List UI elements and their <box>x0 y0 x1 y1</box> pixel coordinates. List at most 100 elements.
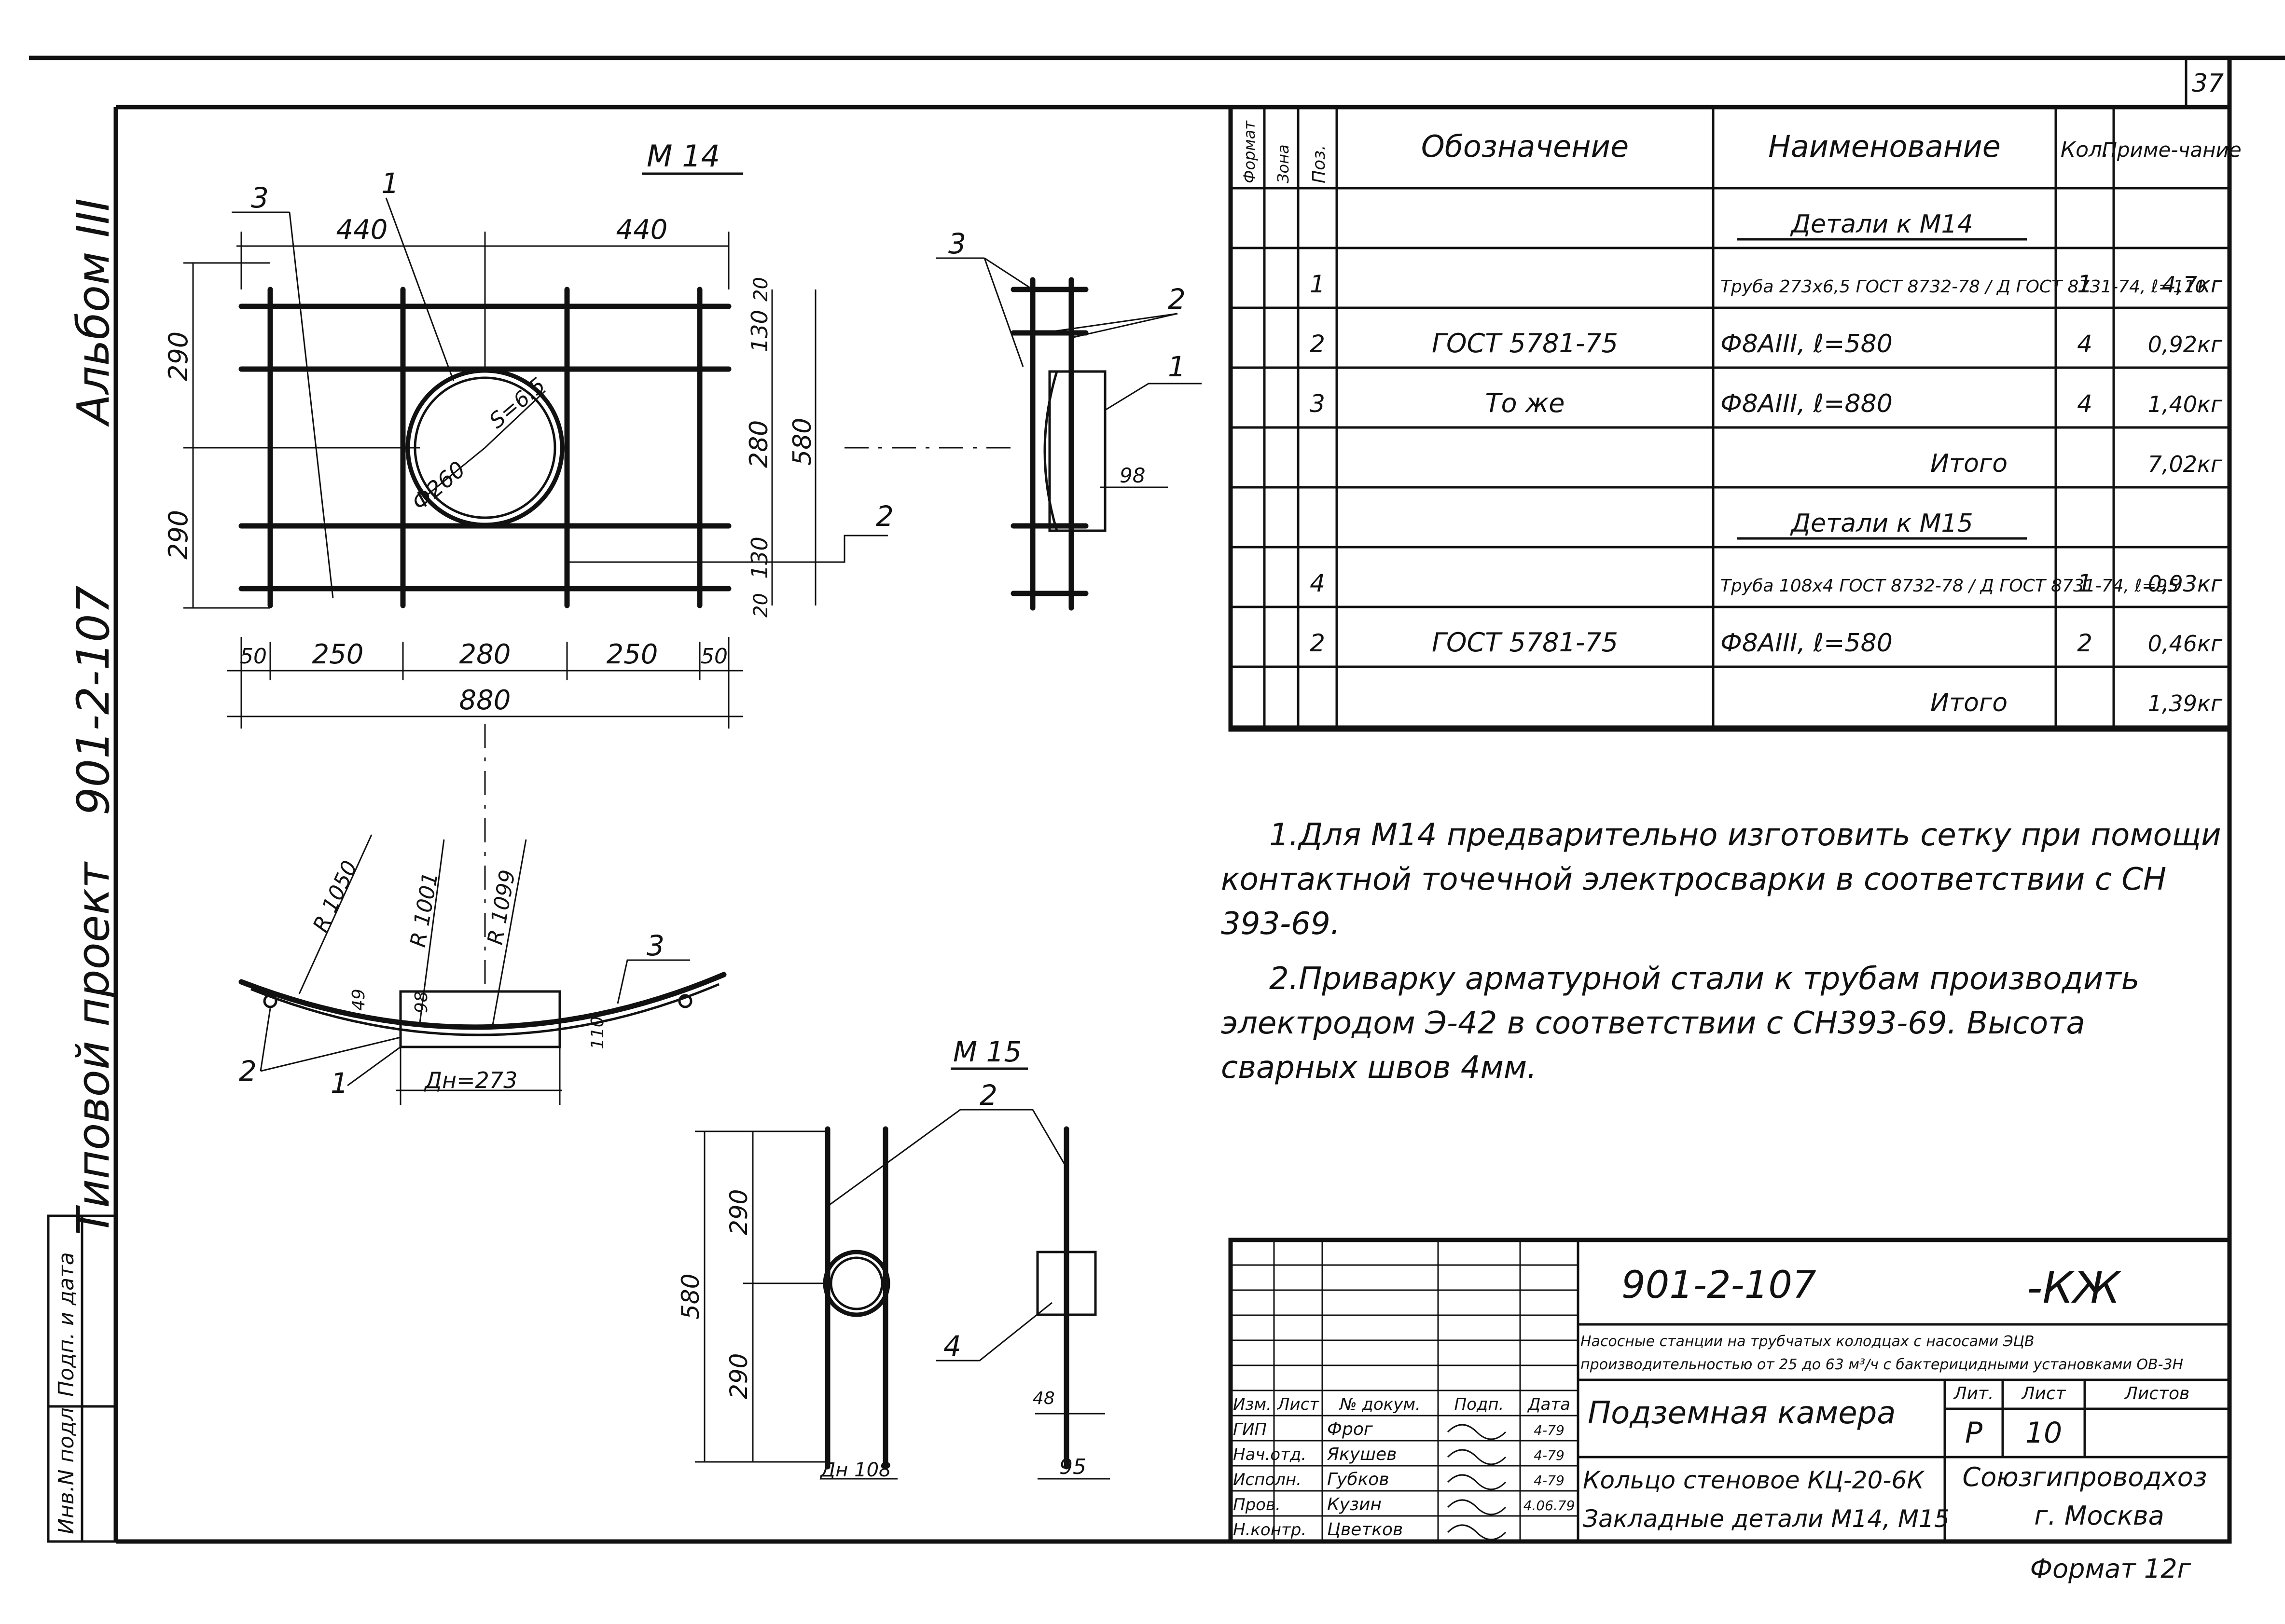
callout-leader <box>1105 383 1202 411</box>
m15-pipe-inner <box>830 1256 884 1310</box>
tb-person: Губков <box>1327 1470 1389 1489</box>
bent-bar-end <box>678 994 692 1008</box>
side-pipe <box>1048 370 1107 532</box>
radius-leader <box>491 839 527 1028</box>
m14-callout: 3 <box>251 181 269 214</box>
spec-cell-pos: 1 <box>1310 270 1325 298</box>
spec-cell-name: Итого <box>1930 688 2008 717</box>
spec-cell-qty: 2 <box>2077 629 2092 657</box>
m15-bottom-dim: Дн 108 <box>819 1459 891 1481</box>
tb-drawing-title-1: Кольцо стеновое КЦ-20-6К <box>1583 1466 1925 1494</box>
tb-sheet-header: Лист <box>2021 1384 2066 1404</box>
note-1: 1.Для М14 предварительно изготовить сетк… <box>1221 817 2221 942</box>
m15-bottom-dim: 95 <box>1059 1455 1086 1479</box>
radius-leader <box>419 839 445 1023</box>
bent-bar-end <box>263 994 277 1008</box>
notes: 1.Для М14 предварительно изготовить сетк… <box>1221 813 2225 1101</box>
side-callout: 3 <box>948 227 966 260</box>
tb-header-cell: Дата <box>1527 1395 1570 1414</box>
note-2: 2.Приварку арматурной стали к трубам про… <box>1221 961 2140 1086</box>
spec-table: Формат Зона Поз. Обозначение Наименовани… <box>1228 105 2242 732</box>
m14-top-dim-right: 440 <box>616 214 668 246</box>
m14-right-dim: 280 <box>745 420 774 468</box>
tb-role: Н.контр. <box>1233 1520 1306 1540</box>
m15-dim: 290 <box>725 1189 753 1235</box>
m15-bottom-dim: 48 <box>1033 1389 1055 1408</box>
spec-cell-pos: 3 <box>1310 390 1325 418</box>
spec-table-frame <box>1228 105 2232 732</box>
callout-leader <box>1032 1109 1067 1168</box>
m15-callout: 2 <box>980 1079 997 1112</box>
spec-cell-note: 0,46кг <box>2148 631 2223 657</box>
side-view: 3 2 1 98 <box>936 227 1202 611</box>
radius-leader <box>298 834 373 994</box>
m14-bottom-dim: 250 <box>312 639 364 670</box>
spec-cell-qty: 1 <box>2077 569 2092 597</box>
m14-overall-height: 580 <box>788 418 817 466</box>
spec-cell-name: Детали к М14 <box>1790 210 1973 239</box>
spec-cell-name: Ф8АIII, ℓ=580 <box>1720 629 1893 658</box>
bent-diameter: Дн=273 <box>424 1067 517 1093</box>
m14-right-dim: 20 <box>750 277 772 302</box>
spec-cell-qty: 4 <box>2077 330 2092 358</box>
spec-cell-note: 1,39кг <box>2148 690 2223 716</box>
spec-header-format: Формат <box>1240 120 1259 183</box>
tb-signature <box>1447 1524 1507 1541</box>
tb-role: Пров. <box>1233 1495 1281 1514</box>
tb-signature <box>1447 1424 1507 1440</box>
spec-cell-note: 0,92кг <box>2148 331 2223 358</box>
album-label: Альбом III <box>68 198 119 427</box>
spec-cell-designation: То же <box>1485 388 1565 418</box>
tb-org-1: Союзгипроводхоз <box>1963 1462 2207 1492</box>
m14-bottom-dim: 250 <box>607 639 658 670</box>
spec-cell-pos: 2 <box>1310 629 1325 657</box>
m14-top-dim-left: 440 <box>336 214 388 246</box>
bent-bar-edge <box>250 983 720 1036</box>
spec-header-zone: Зона <box>1274 144 1292 183</box>
tb-date: 4-79 <box>1534 1422 1565 1438</box>
spec-cell-pos: 2 <box>1310 330 1325 358</box>
tb-role: ГИП <box>1233 1420 1267 1439</box>
m14-right-dim: 130 <box>747 537 773 579</box>
tb-header-cell: Лист <box>1276 1395 1319 1414</box>
m14-title: М 14 <box>647 138 720 174</box>
m14-right-dim: 130 <box>747 310 773 352</box>
m14-left-dim: 290 <box>163 510 194 560</box>
tb-person: Кузин <box>1327 1495 1382 1514</box>
spec-cell-note: 0,93кг <box>2148 571 2223 597</box>
tb-header-cell: Подп. <box>1454 1395 1504 1414</box>
tb-signature <box>1447 1474 1507 1490</box>
project-code-label: 901-2-107 <box>68 586 119 815</box>
bent-view: R 1050 R 1001 R 1099 49 98 110 Дн=273 3 … <box>238 834 727 1105</box>
tb-header-cell: № докум. <box>1339 1395 1421 1414</box>
tb-signature <box>1447 1499 1507 1515</box>
m15-callout: 4 <box>943 1330 961 1363</box>
spec-cell-qty: 4 <box>2077 390 2092 418</box>
tb-person: Цветков <box>1327 1520 1403 1540</box>
tb-date: 4-79 <box>1534 1447 1565 1463</box>
callout-leader <box>260 1008 271 1072</box>
spec-cell-name: Труба 108х4 ГОСТ 8732-78 / Д ГОСТ 8731-7… <box>1720 576 2178 596</box>
bent-radius: R 1050 <box>308 857 362 936</box>
m15-dim: 290 <box>725 1353 753 1399</box>
bent-callout: 1 <box>331 1067 348 1100</box>
bent-callout: 2 <box>239 1055 257 1087</box>
spec-row: Детали к М15 <box>1737 509 2027 540</box>
m14-view: М 14 S=6.5 Ф260 440 440 50 <box>163 138 894 729</box>
callout-leader <box>983 258 1024 367</box>
spec-header-designation: Обозначение <box>1421 129 1629 164</box>
tb-object: Подземная камера <box>1588 1395 1896 1431</box>
spec-cell-note: 4,7кг <box>2162 272 2223 298</box>
m14-callout: 2 <box>876 500 894 533</box>
side-callout: 2 <box>1168 283 1186 316</box>
m14-bottom-dim: 50 <box>701 644 728 669</box>
spec-cell-name: Детали к М15 <box>1790 509 1973 538</box>
callout-leader <box>260 1036 401 1072</box>
